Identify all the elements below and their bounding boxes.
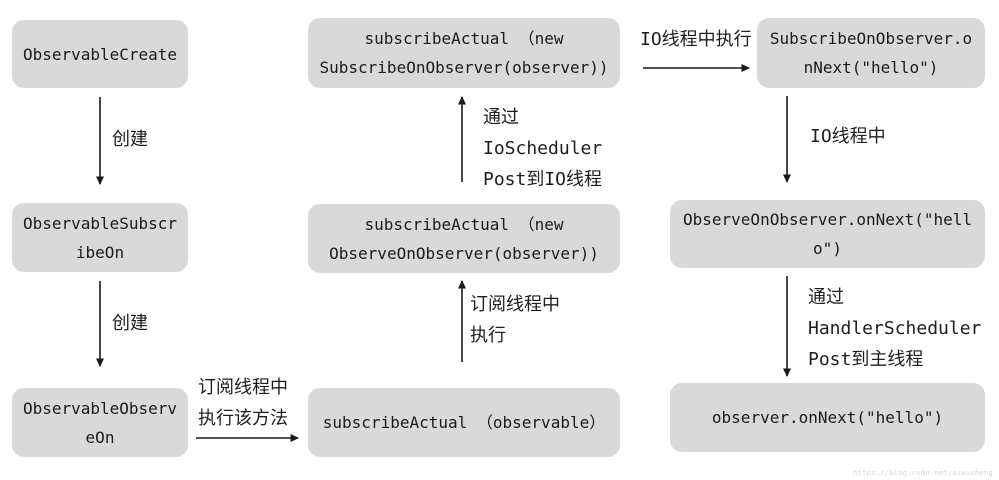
node-observe-on-observer-onnext: ObserveOnObserver.onNext("hello") bbox=[670, 200, 985, 268]
edge-label-line: Post到主线程 bbox=[808, 349, 924, 370]
edge-label-line: 创建 bbox=[112, 313, 148, 334]
edge-label-post-main: 通过 HandlerScheduler Post到主线程 bbox=[808, 282, 981, 375]
node-label: ObserveOnObserver.onNext("hello") bbox=[683, 210, 972, 258]
node-label: subscribeActual （observable） bbox=[322, 413, 606, 432]
node-label: ObservableSubscribeOn bbox=[22, 213, 178, 262]
edge-label-io-thread-exec: IO线程中执行 bbox=[640, 24, 752, 55]
node-subscribe-actual-new-observe-on-observer: subscribeActual （new ObserveOnObserver(o… bbox=[308, 204, 620, 273]
node-observable-subscribe-on: ObservableSubscribeOn bbox=[12, 203, 188, 272]
edge-label-subscribe-exec: 订阅线程中 执行 bbox=[470, 289, 560, 351]
node-label: SubscribeOnObserver.onNext("hello") bbox=[769, 29, 973, 77]
edge-label-line: 通过 bbox=[808, 287, 844, 308]
edge-label-post-io: 通过 IoScheduler Post到IO线程 bbox=[483, 102, 602, 195]
edge-label-io-thread: IO线程中 bbox=[810, 121, 886, 152]
edge-label-line: 通过 bbox=[483, 107, 519, 128]
edge-label-line: IO线程中执行 bbox=[640, 29, 752, 50]
watermark-url: https://blog.csdn.net/aiwusheng bbox=[853, 469, 993, 477]
node-subscribe-on-observer-onnext: SubscribeOnObserver.onNext("hello") bbox=[757, 18, 985, 88]
edge-label-line: HandlerScheduler bbox=[808, 318, 982, 339]
node-subscribe-actual-new-subscribe-on-observer: subscribeActual （new SubscribeOnObserver… bbox=[308, 18, 620, 88]
edge-label-line: 执行该方法 bbox=[198, 408, 288, 429]
edge-label-line: 订阅线程中 bbox=[470, 294, 560, 315]
node-observable-observe-on: ObservableObserveOn bbox=[12, 388, 188, 457]
edge-label-create-bottom: 创建 bbox=[112, 308, 148, 339]
node-observer-onnext: observer.onNext("hello") bbox=[670, 383, 985, 452]
node-label: subscribeActual （new SubscribeOnObserver… bbox=[319, 29, 609, 77]
edge-label-line: Post到IO线程 bbox=[483, 169, 603, 190]
edge-label-line: 创建 bbox=[112, 129, 148, 150]
edge-label-line: 执行 bbox=[470, 325, 506, 346]
node-label: ObservableObserveOn bbox=[22, 398, 178, 447]
edge-label-line: 订阅线程中 bbox=[198, 377, 288, 398]
node-label: ObservableCreate bbox=[22, 44, 178, 64]
edge-label-line: IoScheduler bbox=[483, 138, 603, 159]
node-subscribe-actual-observable: subscribeActual （observable） bbox=[308, 388, 620, 457]
node-label: subscribeActual （new ObserveOnObserver(o… bbox=[329, 214, 599, 263]
edge-label-subscribe-method: 订阅线程中 执行该方法 bbox=[198, 372, 288, 434]
node-observable-create: ObservableCreate bbox=[12, 20, 188, 88]
edge-label-line: IO线程中 bbox=[810, 126, 886, 147]
node-label: observer.onNext("hello") bbox=[711, 408, 944, 427]
edge-label-create-top: 创建 bbox=[112, 124, 148, 155]
